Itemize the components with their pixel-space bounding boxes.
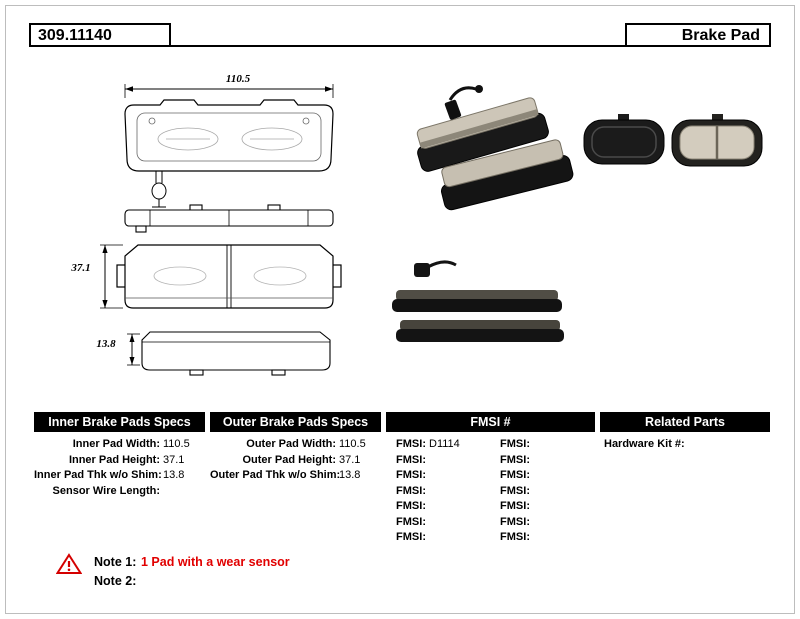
spec-value: 13.8 bbox=[339, 469, 361, 481]
thickness-dimension-lines bbox=[127, 333, 140, 366]
fmsi-label: FMSI: bbox=[396, 469, 426, 481]
fmsi-label: FMSI: bbox=[500, 469, 530, 481]
spec-value: 13.8 bbox=[163, 469, 185, 481]
fmsi-value: D1114 bbox=[429, 438, 460, 450]
fmsi-label: FMSI: bbox=[396, 438, 426, 450]
note1-label: Note 1: bbox=[94, 555, 137, 569]
page-border bbox=[5, 5, 795, 614]
dimension-width-label: 110.5 bbox=[225, 73, 251, 85]
note1-text: 1 Pad with a wear sensor bbox=[141, 555, 290, 569]
spec-label: Inner Pad Thk w/o Shim: bbox=[34, 469, 162, 481]
fmsi-row: FMSI: FMSI: bbox=[386, 484, 595, 500]
part-number: 309.11140 bbox=[38, 27, 112, 44]
spec-label: Outer Pad Width: bbox=[246, 438, 336, 450]
pad-bottom-view-drawing bbox=[141, 331, 331, 376]
fmsi-label: FMSI: bbox=[500, 515, 530, 528]
header-rule bbox=[29, 45, 771, 47]
warning-icon bbox=[56, 553, 82, 574]
outer-specs-header: Outer Brake Pads Specs bbox=[210, 412, 381, 432]
fmsi-label: FMSI: bbox=[500, 438, 530, 450]
wear-sensor-drawing bbox=[151, 171, 167, 208]
spec-row: Inner Pad Thk w/o Shim: 13.8 bbox=[34, 468, 205, 484]
fmsi-label: FMSI: bbox=[500, 531, 530, 543]
spec-label: Hardware Kit #: bbox=[604, 438, 685, 450]
wear-sensor-photo bbox=[444, 85, 483, 120]
pad-front-view-drawing bbox=[116, 244, 342, 309]
fmsi-row: FMSI: FMSI: bbox=[386, 499, 595, 515]
spec-row: Inner Pad Height: 37.1 bbox=[34, 453, 205, 469]
fmsi-row: FMSI: FMSI: bbox=[386, 453, 595, 469]
fmsi-row: FMSI: FMSI: bbox=[386, 515, 595, 531]
spec-label: Sensor Wire Length: bbox=[52, 484, 160, 497]
spec-value: 37.1 bbox=[163, 453, 185, 466]
part-number-box: 309.11140 bbox=[29, 23, 171, 47]
fmsi-label: FMSI: bbox=[396, 453, 426, 466]
spec-label: Outer Pad Thk w/o Shim: bbox=[210, 469, 341, 481]
inner-specs-table: Inner Pad Width: 110.5 Inner Pad Height:… bbox=[34, 437, 205, 499]
spec-row: Hardware Kit #: bbox=[600, 437, 770, 453]
spec-value: 110.5 bbox=[339, 438, 366, 450]
fmsi-row: FMSI: FMSI: bbox=[386, 530, 595, 546]
spec-value: 110.5 bbox=[163, 438, 190, 450]
fmsi-label: FMSI: bbox=[396, 484, 426, 497]
spec-row: Outer Pad Width: 110.5 bbox=[210, 437, 381, 453]
dimension-thickness-label: 13.8 bbox=[96, 338, 116, 350]
height-dimension-lines bbox=[100, 244, 123, 309]
note2-label: Note 2: bbox=[94, 574, 137, 588]
fmsi-label: FMSI: bbox=[396, 515, 426, 528]
product-title: Brake Pad bbox=[681, 27, 760, 44]
fmsi-label: FMSI: bbox=[396, 531, 426, 543]
related-parts-table: Hardware Kit #: bbox=[600, 437, 770, 453]
related-parts-header: Related Parts bbox=[600, 412, 770, 432]
pad-set-angled-photo bbox=[416, 85, 574, 211]
wear-sensor-clip bbox=[414, 260, 457, 277]
fmsi-header: FMSI # bbox=[386, 412, 595, 432]
fmsi-row: FMSI:D1114 FMSI: bbox=[386, 437, 595, 453]
spec-label: Inner Pad Width: bbox=[72, 438, 160, 450]
width-dimension-lines bbox=[124, 84, 334, 98]
pad-technical-drawings bbox=[100, 84, 342, 376]
fmsi-row: FMSI: FMSI: bbox=[386, 468, 595, 484]
pad-set-edge-photo bbox=[392, 260, 564, 342]
spec-value: 37.1 bbox=[339, 453, 361, 466]
dimension-height-label: 37.1 bbox=[71, 262, 91, 274]
spec-row: Inner Pad Width: 110.5 bbox=[34, 437, 205, 453]
inner-specs-header: Inner Brake Pads Specs bbox=[34, 412, 205, 432]
pad-plan-view-drawing bbox=[124, 99, 334, 172]
pad-edge-view-drawing bbox=[124, 204, 334, 233]
outer-specs-table: Outer Pad Width: 110.5 Outer Pad Height:… bbox=[210, 437, 381, 484]
stoptech-logo-stamps bbox=[157, 127, 303, 151]
spec-row: Sensor Wire Length: bbox=[34, 484, 205, 500]
pad-pair-photo bbox=[583, 114, 763, 167]
fmsi-label: FMSI: bbox=[500, 484, 530, 497]
spec-row: Outer Pad Height: 37.1 bbox=[210, 453, 381, 469]
fmsi-label: FMSI: bbox=[396, 500, 426, 512]
fmsi-table: FMSI:D1114 FMSI: FMSI: FMSI: FMSI: FMSI:… bbox=[386, 437, 595, 546]
spec-row: Outer Pad Thk w/o Shim: 13.8 bbox=[210, 468, 381, 484]
spec-label: Outer Pad Height: bbox=[242, 453, 336, 466]
pad-product-photos bbox=[392, 85, 763, 342]
product-title-box: Brake Pad bbox=[625, 23, 771, 47]
fmsi-label: FMSI: bbox=[500, 500, 530, 512]
fmsi-label: FMSI: bbox=[500, 453, 530, 466]
spec-label: Inner Pad Height: bbox=[68, 453, 160, 466]
